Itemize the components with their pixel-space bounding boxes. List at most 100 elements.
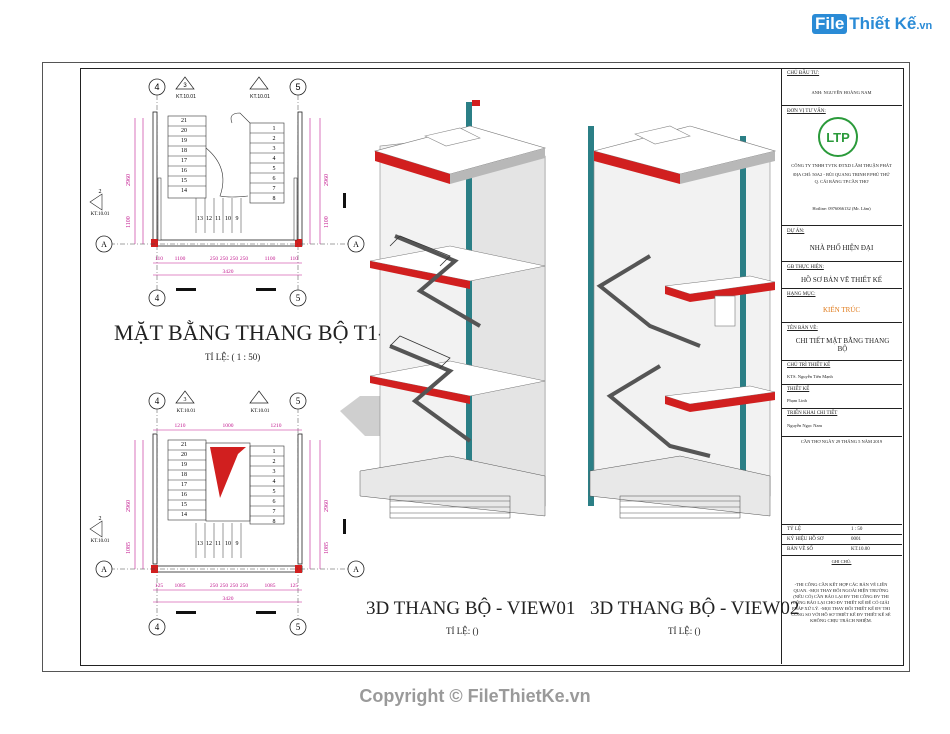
b-step-2: 2 (273, 459, 276, 465)
bot-dim-250a: 250 (210, 583, 219, 589)
phase-value: HỒ SƠ BẢN VẼ THIẾT KẾ (800, 276, 883, 284)
step-9: 9 (236, 216, 239, 222)
top-dim-1100a: 1100 (175, 256, 186, 262)
top-dim-total: 3420 (223, 269, 234, 275)
phase-label: GĐ THỰC HIỆN: (787, 265, 824, 270)
section-3-num: 3 (183, 83, 187, 89)
top-dim-1100b: 1100 (265, 256, 276, 262)
top-left-total: 2960 (126, 174, 132, 186)
b-step-3: 3 (273, 469, 276, 475)
grid-4-top-label: 4 (154, 82, 159, 92)
sheet-label: BẢN VẼ SỐ (787, 547, 814, 552)
code-value: 0001 (851, 537, 861, 542)
step-1: 1 (273, 126, 276, 132)
top-dim-250c: 250 (230, 256, 239, 262)
b-step-17: 17 (181, 482, 187, 488)
step-3: 3 (273, 146, 276, 152)
chief-cell: CHỦ TRÌ THIẾT KẾ KTS. Nguyễn Tiến Mạnh (781, 361, 902, 385)
drawing-frame (80, 68, 904, 666)
bot-right-1085: 1085 (324, 542, 330, 554)
top-dim-250a: 250 (210, 256, 219, 262)
step-10: 10 (225, 216, 231, 222)
b-step-19: 19 (181, 462, 187, 468)
top-plan: 4 5 3 KT.10.01 KT.10.01 21 20 19 18 17 1… (89, 76, 365, 307)
step-17: 17 (181, 158, 187, 164)
grid-5-top-label: 5 (295, 82, 300, 92)
owner-value: ANH: NGUYỄN HOÀNG NAM (811, 90, 872, 95)
view02-model (588, 125, 777, 519)
copyright-watermark: Copyright © FileThietKe.vn (359, 686, 591, 706)
sheet-row: BẢN VẼ SỐ KT.10.00 (781, 545, 902, 556)
bot-dim-1085b: 1085 (265, 583, 276, 589)
project-label: DỰ ÁN: (787, 229, 805, 234)
view01-scale: TỈ LỆ: () (446, 626, 479, 636)
owner-label: CHỦ ĐẦU TƯ: (787, 71, 820, 76)
project-cell: DỰ ÁN: NHÀ PHỐ HIỆN ĐẠI (781, 226, 902, 262)
b-step-20: 20 (181, 452, 187, 458)
designer-cell: THIẾT KẾ Phạm Linh (781, 385, 902, 409)
drawing-cell: TÊN BẢN VẼ: CHI TIẾT MẶT BẰNG THANG BỘ (781, 323, 902, 361)
view02-scale: TỈ LỆ: () (668, 626, 701, 636)
consultant-cell: ĐƠN VỊ TƯ VẤN: LTP CÔNG TY TNHH TVTK ĐTX… (781, 106, 902, 226)
grid-a-top-right: A (353, 240, 359, 249)
grid-5-bot-label: 5 (296, 622, 301, 632)
date-text: CẦN THƠ NGÀY 29 THÁNG 5 NĂM 2019 (800, 439, 883, 444)
logo-name: Thiết Kế (849, 14, 917, 33)
step-19: 19 (181, 138, 187, 144)
bot-left-total: 2960 (126, 500, 132, 512)
grid-4-bot-top-label: 4 (155, 396, 160, 406)
category-value: KIẾN TRÚC (822, 306, 860, 314)
step-5: 5 (273, 166, 276, 172)
consult-label: ĐƠN VỊ TƯ VẤN: (787, 109, 826, 114)
b-step-4: 4 (273, 479, 276, 485)
b-step-14: 14 (181, 512, 187, 518)
bot-dim-1000: 1000 (223, 423, 234, 429)
project-value: NHÀ PHỐ HIỆN ĐẠI (809, 244, 874, 252)
sheet-value: KT.10.00 (851, 547, 870, 552)
notes-label: GHI CHÚ: (831, 559, 852, 564)
grid-4-bot-label: 4 (155, 622, 160, 632)
step-16: 16 (181, 168, 187, 174)
company-logo: LTP (813, 116, 863, 158)
b-step-7: 7 (273, 509, 276, 515)
step-14: 14 (181, 188, 187, 194)
bot-dim-125a: 125 (155, 583, 164, 589)
bot-dim-1210b: 1210 (271, 423, 282, 429)
grid-5-mid-label: 5 (296, 293, 301, 303)
view01-model (340, 100, 547, 519)
bot-dim-125b: 125 (290, 583, 299, 589)
b-step-18: 18 (181, 472, 187, 478)
notes-cell: GHI CHÚ: -THI CÔNG CẦN KẾT HỢP CÁC BẢN V… (781, 556, 902, 664)
bot-dim-250b: 250 (220, 583, 229, 589)
company-name: CÔNG TY TNHH TVTK ĐTXD LÂM THUẬN PHÁT (791, 163, 892, 168)
owner-cell: CHỦ ĐẦU TƯ: ANH: NGUYỄN HOÀNG NAM (781, 68, 902, 106)
address-line-1: ĐỊA CHỈ: 50A2 - BÙI QUANG TRINH P.PHÚ TH… (793, 172, 890, 177)
b-step-11: 11 (215, 541, 221, 547)
chief-label: CHỦ TRÌ THIẾT KẾ (787, 363, 831, 368)
drawing-label: TÊN BẢN VẼ: (787, 326, 818, 331)
b-step-13: 13 (197, 541, 203, 547)
designer-label: THIẾT KẾ (787, 387, 810, 392)
plan-title: MẶT BẰNG THANG BỘ T1-T2 (114, 320, 410, 345)
top-left-1100: 1100 (126, 216, 132, 228)
drawing-sheet-border (42, 62, 910, 672)
step-15: 15 (181, 178, 187, 184)
scale-row: TỶ LỆ 1 : 50 (781, 525, 902, 535)
section-3b-sheet: KT.10.01 (250, 94, 270, 100)
section-2-sheet: KT.10.01 (91, 212, 110, 217)
code-label: KÝ HIỆU HỒ SƠ (787, 537, 824, 542)
hotline: Hotline: 0976066132 (Mr. Lâm) (812, 206, 871, 211)
view02-title: 3D THANG BỘ - VIEW02 (590, 598, 800, 619)
chief-value: KTS. Nguyễn Tiến Mạnh (787, 374, 833, 379)
section-3-sheet: KT.10.01 (176, 94, 196, 100)
detail-value: Nguyễn Ngọc Nam (787, 423, 822, 428)
drawing-value: CHI TIẾT MẶT BẰNG THANG BỘ (795, 337, 890, 353)
top-dim-110a: 110 (155, 256, 163, 262)
view01-title: 3D THANG BỘ - VIEW01 (366, 598, 576, 619)
scale-label: TỶ LỆ (787, 527, 802, 532)
code-row: KÝ HIỆU HỒ SƠ 0001 (781, 535, 902, 545)
scale-value: 1 : 50 (851, 527, 863, 532)
section-2-num: 2 (99, 189, 102, 195)
grid-a-bot-right: A (353, 565, 359, 574)
logo-text: LTP (826, 130, 850, 145)
